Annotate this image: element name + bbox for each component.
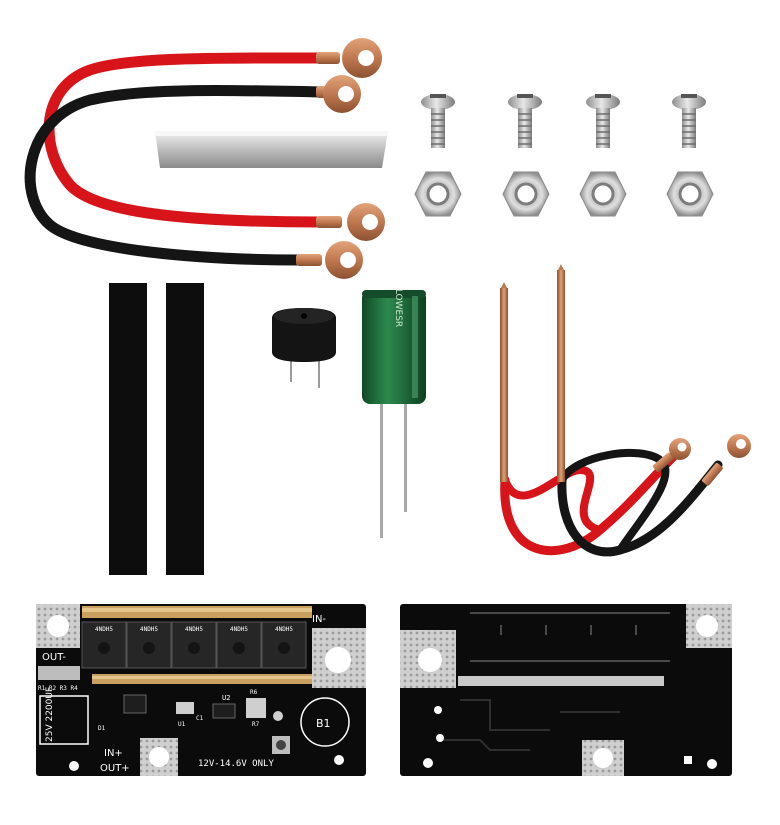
screw-set xyxy=(421,94,706,148)
screw-icon xyxy=(672,94,706,148)
d1-label: D1 xyxy=(98,725,106,732)
screw-icon xyxy=(421,94,455,148)
ring-terminal-icon xyxy=(316,75,361,113)
mosfet-marking: 4NDH5 xyxy=(140,626,158,633)
resistor-labels: R1 R2 R3 R4 xyxy=(38,685,78,692)
foam-strip xyxy=(166,283,204,575)
mosfet-marking: 4NDH5 xyxy=(275,626,293,633)
r6-label: R6 xyxy=(250,689,258,696)
welding-probe xyxy=(500,288,508,482)
nut-icon xyxy=(579,171,627,217)
nut-set xyxy=(414,171,714,217)
label-out-plus: OUT+ xyxy=(100,763,130,774)
black-cable xyxy=(24,84,328,266)
screw-icon xyxy=(508,94,542,148)
pcb-front: 4NDH5 4NDH5 4NDH5 4NDH5 4NDH5 OUT- IN- R… xyxy=(36,604,366,776)
welding-pen-set xyxy=(500,264,751,557)
voltage-note: 12V-14.6V ONLY xyxy=(198,759,274,769)
pen-red-cable xyxy=(500,450,680,556)
pcb-back xyxy=(400,604,732,776)
label-in-minus: IN- xyxy=(312,614,326,625)
label-out-minus: OUT- xyxy=(42,652,66,663)
label-b1: B1 xyxy=(316,717,331,730)
ring-terminal-icon xyxy=(316,38,382,78)
buzzer xyxy=(272,308,336,388)
u1-label: U1 xyxy=(178,721,186,728)
screw-icon xyxy=(586,94,620,148)
mosfet-marking: 4NDH5 xyxy=(185,626,203,633)
r7-label: R7 xyxy=(252,721,260,728)
electrolytic-capacitor: LOWESR xyxy=(362,289,426,538)
c1-label: C1 xyxy=(196,715,204,722)
mosfet-marking: 4NDH5 xyxy=(95,626,113,633)
foam-strip xyxy=(109,283,147,575)
nut-icon xyxy=(666,171,714,217)
welding-probe xyxy=(557,270,565,482)
ring-terminal-icon xyxy=(316,203,385,241)
ring-terminal-icon xyxy=(296,241,363,279)
label-in-plus: IN+ xyxy=(104,748,123,759)
mosfet-row: 4NDH5 4NDH5 4NDH5 4NDH5 4NDH5 xyxy=(81,621,307,669)
mosfet-marking: 4NDH5 xyxy=(230,626,248,633)
nut-icon xyxy=(502,171,550,217)
nut-icon xyxy=(414,171,462,217)
ring-terminal-icon xyxy=(652,438,691,473)
capacitor-marking: LOWESR xyxy=(393,289,403,327)
cap-rating: 25V 2200UF xyxy=(45,687,55,742)
chip-label: U2 xyxy=(222,694,230,702)
ring-terminal-icon xyxy=(702,434,751,486)
nickel-strip xyxy=(155,131,388,168)
cable-set xyxy=(24,38,385,279)
